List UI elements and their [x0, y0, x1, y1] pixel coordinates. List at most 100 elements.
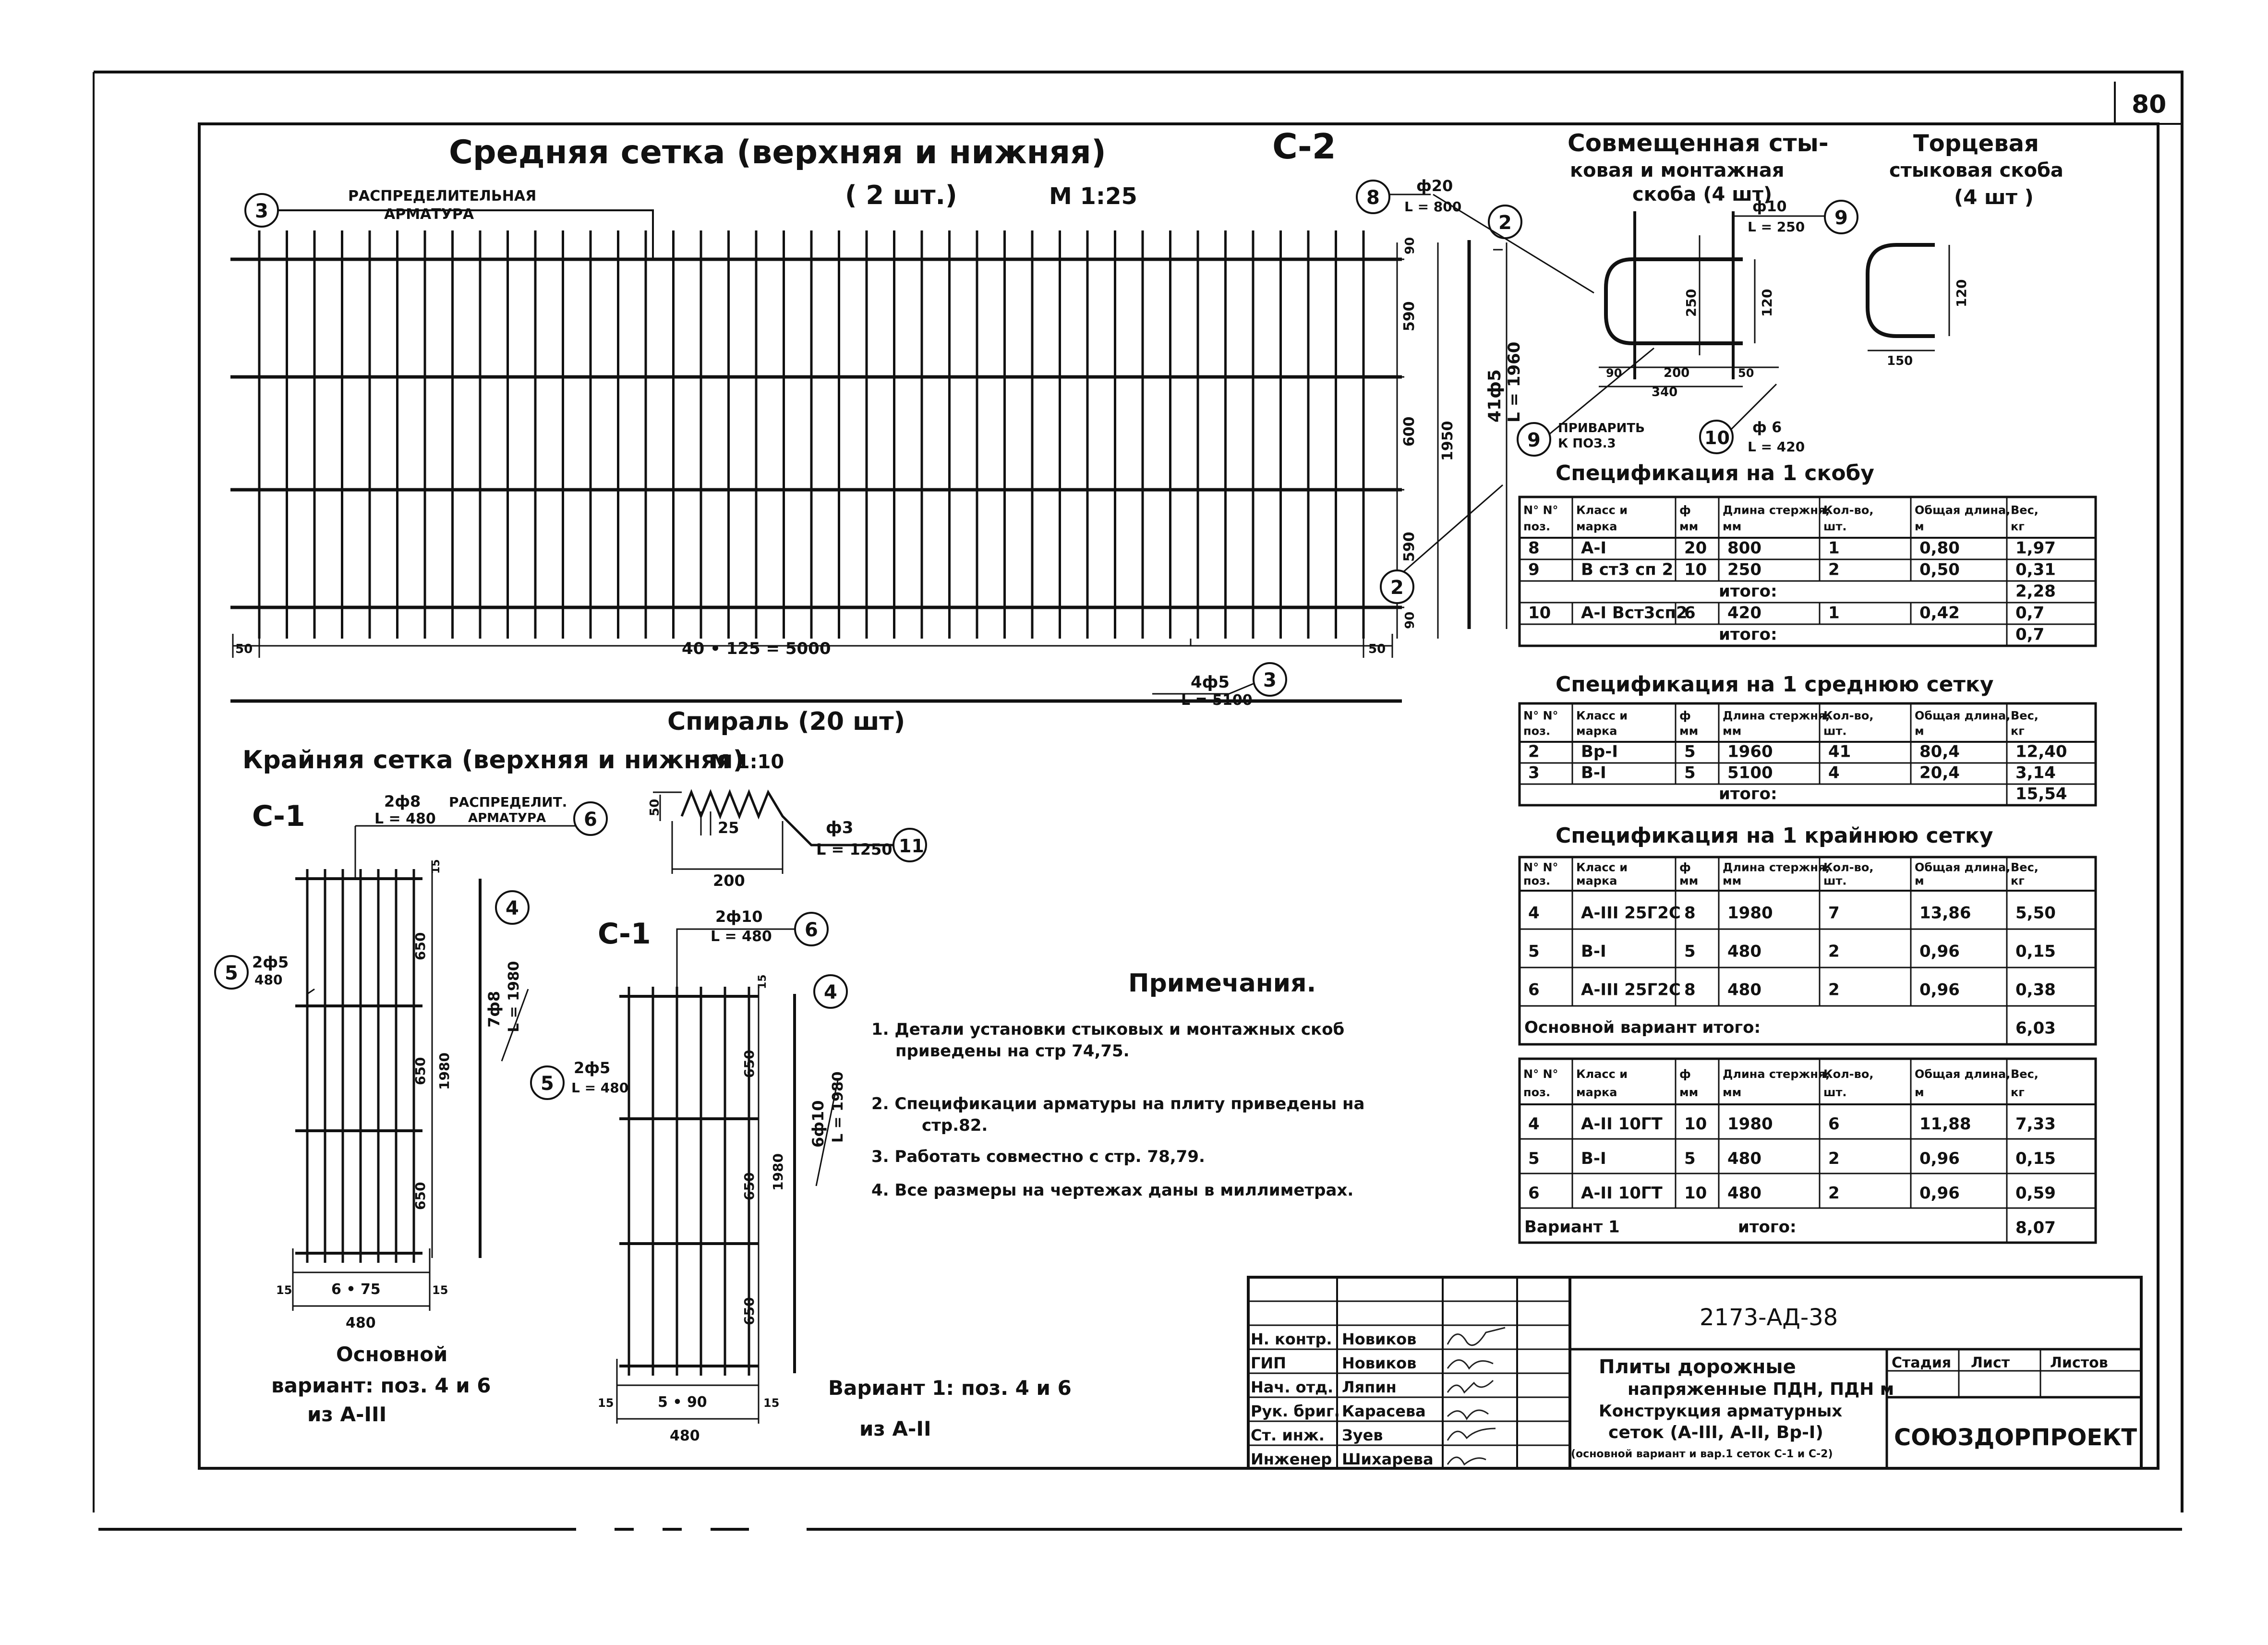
mm-vdim-1: 590	[1401, 301, 1418, 331]
end-title-3: (4 шт )	[1954, 185, 2034, 209]
table-cell: 1,97	[2015, 538, 2056, 557]
table-cell: А-II 10ГТ	[1581, 1184, 1663, 1203]
table-cell: 41	[1828, 742, 1851, 762]
column-header: мм	[1679, 520, 1698, 533]
bc-9-top: 9	[1834, 207, 1848, 229]
tb-role-1: ГИП	[1251, 1354, 1286, 1372]
note-2b: стр.82.	[922, 1116, 988, 1135]
table-border	[1518, 496, 2097, 647]
column-header: кг	[2011, 725, 2025, 738]
table-cell: 5	[1684, 763, 1696, 783]
total-label: итого:	[1738, 1217, 1797, 1236]
er-bar5-spec: 2ф5	[574, 1059, 610, 1077]
er-dim-bottom: 5 • 90	[658, 1394, 707, 1411]
table-cell: 800	[1727, 538, 1761, 557]
table-cell: 1	[1828, 538, 1840, 557]
column-header: Длина стержня,	[1723, 860, 1830, 874]
table-cell: 4	[1828, 763, 1840, 783]
column-header: марка	[1576, 520, 1617, 533]
el-bar5-len: 480	[254, 972, 282, 988]
column-header: шт.	[1823, 520, 1847, 533]
column-header: Кол-во,	[1823, 709, 1873, 723]
br-dim-150: 150	[1887, 354, 1913, 368]
table-cell: 2	[1828, 942, 1840, 961]
br-dim-250: 250	[1683, 289, 1699, 317]
el-bar6-len: L = 480	[374, 810, 436, 827]
edge-mesh-left-drawing	[292, 825, 583, 1311]
column-header: Вес,	[2011, 860, 2039, 874]
table-cell: 5	[1684, 942, 1696, 961]
table-cell: 13,86	[1919, 904, 1971, 923]
table-cell: 0,50	[1919, 560, 1960, 579]
distribution-label: РАСПРЕДЕЛИТЕЛЬНАЯ	[348, 188, 536, 205]
table-cell: 8	[1684, 904, 1696, 923]
table-cell: 480	[1727, 942, 1761, 961]
table-cell: 10	[1684, 560, 1707, 579]
edge-mesh-mark-right: С-1	[598, 917, 651, 951]
mm-vdim-2: 600	[1401, 416, 1418, 447]
bar2-spec: 41ф5	[1485, 369, 1505, 423]
el-dim-15-left: 15	[276, 1283, 292, 1297]
table-cell: 4	[1528, 1114, 1540, 1134]
column-header: мм	[1679, 874, 1698, 887]
tb-desc-3: Конструкция арматурных	[1599, 1402, 1842, 1421]
tb-name-1: Новиков	[1342, 1354, 1416, 1372]
tb-desc-1: Плиты дорожные	[1599, 1356, 1796, 1378]
table-cell: 250	[1727, 560, 1761, 579]
tb-role-0: Н. контр.	[1251, 1330, 1332, 1348]
spec-title: Спецификация на 1 скобу	[1556, 461, 1874, 485]
column-header: м	[1915, 1086, 1924, 1099]
table-cell: 8	[1684, 980, 1696, 1000]
column-header: мм	[1723, 1086, 1741, 1099]
end-bracket-drawing	[1866, 243, 1950, 351]
middle-mesh-callouts	[244, 193, 1522, 697]
table-cell: 20,4	[1919, 763, 1960, 783]
er-caption1: Вариант 1: поз. 4 и 6	[828, 1376, 1072, 1400]
column-header: поз.	[1523, 874, 1550, 887]
bar8-len: L = 800	[1404, 199, 1461, 215]
column-header: кг	[2011, 1086, 2025, 1099]
table-cell: 5	[1528, 942, 1540, 961]
er-bar6-len: L = 480	[711, 928, 772, 945]
el-vdim-0: 15	[430, 859, 442, 874]
table-cell: 12,40	[2015, 742, 2067, 762]
table-cell: 2	[1828, 560, 1840, 579]
table-cell: 7,33	[2015, 1114, 2056, 1134]
table-cell: А-I	[1581, 538, 1606, 557]
column-header: N° N°	[1523, 860, 1558, 874]
el-dim-width: 480	[346, 1315, 376, 1331]
el-caption1: Основной	[336, 1343, 447, 1366]
table-cell: 1	[1828, 603, 1840, 622]
table-cell: 5100	[1727, 763, 1773, 783]
spiral-dim-pitch: 25	[718, 819, 739, 837]
column-header: Длина стержня,	[1723, 1067, 1830, 1081]
table-cell: 3	[1528, 763, 1540, 783]
table-cell: 1980	[1727, 904, 1773, 923]
table-cell: 0,96	[1919, 1149, 1960, 1168]
bar8-spec: ф20	[1416, 177, 1453, 195]
table-cell: В-I	[1581, 942, 1606, 961]
total-value: 8,07	[2015, 1218, 2056, 1237]
table-cell: 0,7	[2015, 625, 2044, 644]
middle-mesh-drawing	[230, 209, 1508, 703]
column-header: шт.	[1823, 725, 1847, 738]
column-header: м	[1915, 725, 1924, 738]
table-cell: 480	[1727, 1184, 1761, 1203]
table-cell: 2	[1828, 980, 1840, 1000]
table-cell: 15,54	[2015, 785, 2067, 804]
er-dim-width: 480	[670, 1427, 700, 1444]
er-dim-total: 1980	[770, 1153, 786, 1191]
column-header: м	[1915, 520, 1924, 533]
title-block	[1247, 1276, 2143, 1470]
edge-mesh-callouts	[214, 801, 848, 1100]
bar3-spec: 4ф5	[1191, 673, 1230, 692]
spiral-dim-h: 50	[648, 799, 662, 816]
bc-9-bottom: 9	[1527, 429, 1541, 451]
table-border	[1518, 856, 2097, 1046]
table-cell: 5	[1528, 1149, 1540, 1168]
bc-10: 10	[1704, 427, 1730, 448]
br-dim-120b: 120	[1954, 279, 1969, 307]
column-header: ф	[1679, 1067, 1691, 1081]
column-header: шт.	[1823, 1086, 1847, 1099]
